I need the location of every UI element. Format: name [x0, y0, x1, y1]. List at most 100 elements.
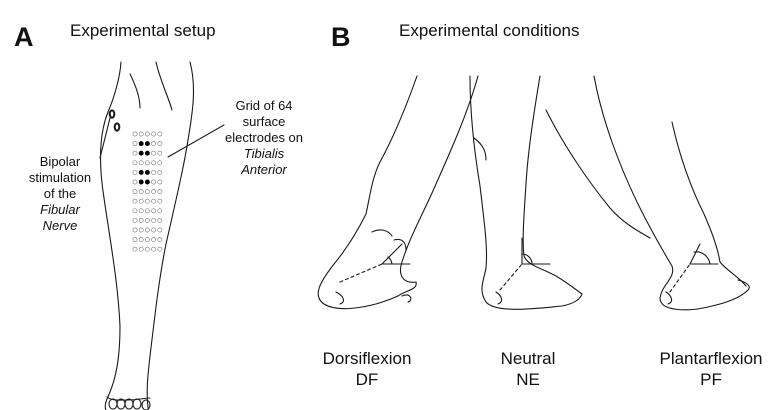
electrode — [133, 190, 137, 194]
electrode — [139, 218, 143, 222]
electrode — [139, 247, 143, 251]
electrode — [152, 209, 156, 213]
electrode — [133, 228, 137, 232]
leg-dorsiflexion — [318, 76, 478, 309]
electrode — [158, 238, 162, 242]
electrode — [158, 170, 162, 174]
electrode — [133, 209, 137, 213]
electrode — [152, 190, 156, 194]
toe-1 — [109, 399, 117, 409]
electrode-active — [139, 142, 143, 146]
electrode — [158, 161, 162, 165]
electrode — [158, 180, 162, 184]
panel-a-title: Experimental setup — [70, 22, 216, 39]
electrode — [133, 170, 137, 174]
electrode — [152, 161, 156, 165]
electrode — [152, 142, 156, 146]
condition-name: Dorsiflexion — [312, 348, 422, 369]
electrode — [139, 209, 143, 213]
condition-abbr: PF — [654, 369, 768, 390]
electrode — [152, 132, 156, 136]
electrode — [145, 161, 149, 165]
leg-right-outline — [147, 62, 193, 408]
electrode — [139, 161, 143, 165]
electrode — [152, 228, 156, 232]
stimulation-label-line: stimulation — [12, 170, 108, 186]
electrode — [139, 228, 143, 232]
stimulation-label-line: Bipolar — [12, 154, 108, 170]
condition-name: Neutral — [478, 348, 578, 369]
electrode — [145, 199, 149, 203]
electrode — [133, 142, 137, 146]
electrode — [158, 228, 162, 232]
panel-a-letter: A — [14, 24, 34, 51]
condition-dorsiflexion-label: Dorsiflexion DF — [312, 348, 422, 390]
condition-abbr: DF — [312, 369, 422, 390]
condition-abbr: NE — [478, 369, 578, 390]
electrode — [152, 151, 156, 155]
electrode-active — [139, 180, 143, 184]
stimulation-label-line: Fibular — [12, 202, 108, 218]
electrode — [158, 142, 162, 146]
electrode-active — [145, 151, 149, 155]
electrode — [139, 190, 143, 194]
electrode — [158, 218, 162, 222]
electrode — [133, 218, 137, 222]
stimulation-electrodes — [110, 110, 120, 130]
grid-label-line: Tibialis — [222, 146, 306, 162]
electrode — [158, 132, 162, 136]
electrode — [158, 190, 162, 194]
knee-crease — [156, 62, 172, 110]
panel-b-letter: B — [331, 24, 351, 51]
electrode — [158, 209, 162, 213]
grid-annotation: Grid of 64 surface electrodes on Tibiali… — [222, 98, 306, 178]
electrode — [133, 238, 137, 242]
electrode — [133, 199, 137, 203]
stimulation-annotation: Bipolar stimulation of the Fibular Nerve — [12, 154, 108, 234]
condition-name: Plantarflexion — [654, 348, 768, 369]
grid-label-line: electrodes on — [222, 130, 306, 146]
electrode — [145, 238, 149, 242]
leg-plantarflexion — [546, 76, 749, 310]
stimulation-label-line: of the — [12, 186, 108, 202]
grid-leader-line — [168, 125, 224, 157]
electrode-active — [139, 170, 143, 174]
electrode — [158, 247, 162, 251]
electrode — [145, 218, 149, 222]
knee-crease-2 — [130, 74, 140, 108]
panel-b-title: Experimental conditions — [399, 22, 579, 39]
electrode — [145, 190, 149, 194]
grid-label-line: Grid of 64 — [222, 98, 306, 114]
leg-neutral — [470, 76, 582, 309]
electrode — [145, 132, 149, 136]
electrode — [152, 238, 156, 242]
electrode — [145, 247, 149, 251]
electrode — [133, 161, 137, 165]
toe-5 — [142, 400, 150, 410]
electrode-active — [145, 170, 149, 174]
electrode — [133, 132, 137, 136]
electrode — [133, 247, 137, 251]
electrode — [152, 247, 156, 251]
electrode — [133, 151, 137, 155]
electrode-grid — [133, 132, 162, 251]
electrode — [139, 199, 143, 203]
electrode — [133, 180, 137, 184]
electrode — [139, 238, 143, 242]
electrode — [158, 151, 162, 155]
condition-plantarflexion-label: Plantarflexion PF — [654, 348, 768, 390]
electrode — [152, 180, 156, 184]
electrode — [152, 170, 156, 174]
electrode — [152, 199, 156, 203]
electrode-active — [145, 180, 149, 184]
toe-4 — [133, 399, 141, 409]
leg-left-outline — [101, 62, 121, 410]
condition-neutral-label: Neutral NE — [478, 348, 578, 390]
electrode — [152, 218, 156, 222]
stimulation-label-line: Nerve — [12, 218, 108, 234]
electrode — [158, 199, 162, 203]
electrode-active — [139, 151, 143, 155]
grid-label-line: Anterior — [222, 162, 306, 178]
electrode — [145, 209, 149, 213]
